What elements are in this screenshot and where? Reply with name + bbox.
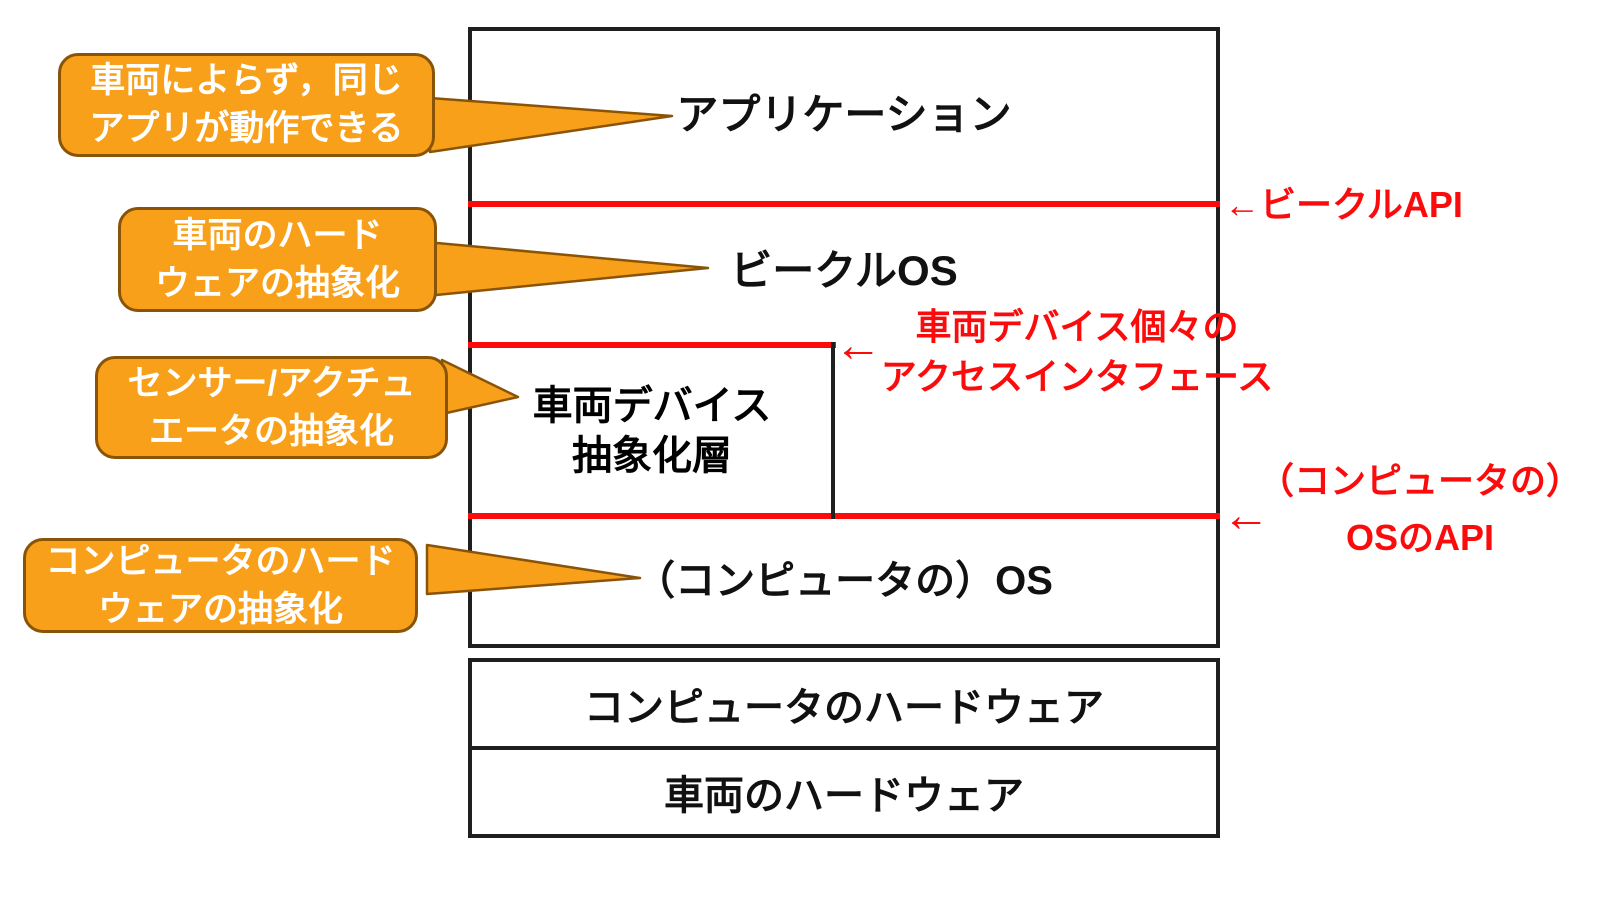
- callout-sensor-actuator-abstraction: センサー/アクチュ エータの抽象化: [95, 356, 448, 459]
- os-api-line: [468, 513, 1220, 519]
- callout-text-line: 車両によらず，同じ: [90, 61, 403, 100]
- vehicle-api-line: [468, 201, 1220, 207]
- callout-text-line: アプリが動作できる: [89, 109, 404, 148]
- callout-text-line: ウェアの抽象化: [97, 589, 343, 629]
- callout-text-line: ウェアの抽象化: [154, 263, 400, 303]
- layer-vehicle-os: ビークルOS: [730, 247, 958, 294]
- device-abstraction-box-edge: [831, 342, 835, 519]
- callout-text-line: センサー/アクチュ: [127, 363, 416, 403]
- hardware-divider: [472, 746, 1216, 750]
- callout-vehicle-hw-abstraction: 車両のハード ウェアの抽象化: [118, 207, 437, 312]
- callout-computer-hw-abstraction: コンピュータのハード ウェアの抽象化: [23, 538, 418, 633]
- layer-vehicle-hardware: 車両のハードウェア: [664, 774, 1024, 818]
- layer-device-abstraction: 車両デバイス 抽象化層: [468, 381, 836, 481]
- label-os-api-line1: （コンピュータの）: [1257, 460, 1582, 501]
- left-arrow-icon: ←: [834, 319, 882, 372]
- label-vehicle-api: ←ビークルAPI: [1224, 184, 1463, 225]
- layer-device-abstraction-line1: 車両デバイス: [532, 384, 772, 428]
- layer-application: アプリケーション: [676, 91, 1012, 138]
- label-device-interface-line1: 車両デバイス個々の: [915, 306, 1239, 347]
- callout-text-line: コンピュータのハード: [45, 541, 396, 581]
- callout-text-line: エータの抽象化: [148, 411, 394, 451]
- layer-device-abstraction-line2: 抽象化層: [572, 434, 732, 478]
- hardware-box: コンピュータのハードウェア 車両のハードウェア: [468, 658, 1220, 838]
- device-interface-line: [468, 342, 836, 348]
- label-os-api-line2: OSのAPI: [1345, 517, 1495, 558]
- label-os-api: （コンピュータの） OSのAPI: [1220, 452, 1600, 566]
- left-arrow-icon: ←: [1222, 489, 1270, 542]
- layer-computer-hardware: コンピュータのハードウェア: [584, 686, 1104, 730]
- label-device-interface-line2: アクセスインタフェース: [880, 356, 1274, 397]
- callout-text-line: 車両のハード: [172, 215, 383, 255]
- label-device-interface: 車両デバイス個々の アクセスインタフェース: [877, 302, 1277, 402]
- callout-app-portability: 車両によらず，同じ アプリが動作できる: [58, 53, 435, 157]
- layer-computer-os: （コンピュータの）OS: [635, 559, 1053, 603]
